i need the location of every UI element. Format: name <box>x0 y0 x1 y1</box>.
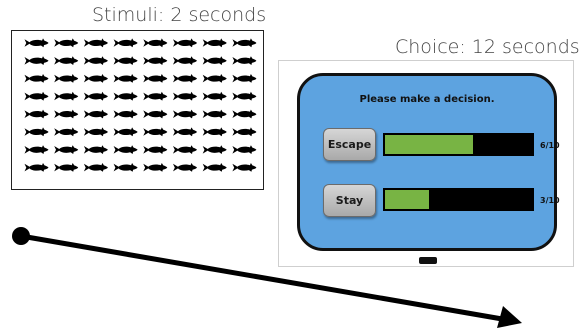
fish-silhouette-icon <box>113 38 138 48</box>
fish-silhouette-icon <box>143 74 168 83</box>
fish-silhouette-icon <box>54 145 79 154</box>
fish-silhouette-icon <box>24 74 49 83</box>
fish-silhouette-icon <box>143 163 168 172</box>
fish-silhouette-icon <box>24 38 49 48</box>
escape-button[interactable]: Escape <box>323 128 376 161</box>
fish-silhouette-icon <box>232 38 257 48</box>
fish-silhouette-icon <box>54 74 79 83</box>
fish-silhouette-icon <box>143 109 168 119</box>
fish-silhouette-icon <box>202 163 227 172</box>
fish-silhouette-icon <box>83 91 108 101</box>
fish-silhouette-icon <box>232 74 257 83</box>
stay-progress-bar <box>383 188 534 211</box>
fish-silhouette-icon <box>202 109 227 119</box>
fish-silhouette-icon <box>24 127 49 137</box>
fish-silhouette-icon <box>24 109 49 119</box>
fish-silhouette-icon <box>24 56 49 65</box>
fish-silhouette-icon <box>143 145 168 154</box>
fish-silhouette-icon <box>173 163 197 172</box>
fish-silhouette-icon <box>143 127 168 137</box>
fish-silhouette-icon <box>24 91 49 101</box>
fish-silhouette-icon <box>173 38 197 48</box>
choice-caption: Choice: 12 seconds <box>395 36 579 58</box>
choice-panel: Please make a decision. Escape 6/10 Stay… <box>278 60 574 267</box>
fish-silhouette-icon <box>113 109 138 119</box>
decision-prompt: Please make a decision. <box>359 94 495 105</box>
fish-silhouette-icon <box>173 109 197 119</box>
fish-silhouette-icon <box>173 91 197 101</box>
fish-silhouette-icon <box>232 91 257 101</box>
fish-silhouette-icon <box>83 127 108 137</box>
fish-silhouette-icon <box>83 38 108 48</box>
fish-silhouette-icon <box>143 91 168 101</box>
fish-silhouette-icon <box>83 163 108 172</box>
fish-silhouette-icon <box>202 74 227 83</box>
fish-silhouette-icon <box>173 145 197 154</box>
fish-silhouette-icon <box>83 109 108 119</box>
escape-progress-bar <box>383 133 534 156</box>
escape-progress-fill <box>385 135 474 154</box>
timeline-start-dot <box>12 227 30 245</box>
fish-silhouette-icon <box>173 74 197 83</box>
fish-silhouette-icon <box>173 127 197 137</box>
timeline-arrowhead <box>497 306 522 328</box>
fish-silhouette-icon <box>202 56 227 65</box>
fish-silhouette-icon <box>113 163 138 172</box>
fish-silhouette-icon <box>143 38 168 48</box>
stimuli-panel <box>11 30 264 190</box>
fish-silhouette-icon <box>54 109 79 119</box>
fish-silhouette-icon <box>202 127 227 137</box>
fish-silhouette-icon <box>83 56 108 65</box>
stay-button[interactable]: Stay <box>323 184 376 217</box>
fish-silhouette-icon <box>232 163 257 172</box>
fish-silhouette-icon <box>202 145 227 154</box>
fish-silhouette-icon <box>54 56 79 65</box>
fish-silhouette-icon <box>54 91 79 101</box>
fish-silhouette-icon <box>24 163 49 172</box>
fish-silhouette-icon <box>113 91 138 101</box>
stimuli-caption: Stimuli: 2 seconds <box>92 4 267 26</box>
stay-progress-fill <box>385 190 430 209</box>
escape-count: 6/10 <box>540 141 560 150</box>
monitor-stand <box>419 257 437 264</box>
fish-silhouette-icon <box>113 56 138 65</box>
fish-silhouette-icon <box>113 127 138 137</box>
fish-silhouette-icon <box>232 56 257 65</box>
fish-silhouette-icon <box>83 145 108 154</box>
fish-silhouette-icon <box>143 56 168 65</box>
fish-silhouette-icon <box>54 38 79 48</box>
stay-count: 3/10 <box>540 196 560 205</box>
fish-grid <box>24 38 257 172</box>
fish-silhouette-icon <box>202 38 227 48</box>
fish-silhouette-icon <box>202 91 227 101</box>
fish-silhouette-icon <box>232 109 257 119</box>
fish-silhouette-icon <box>113 145 138 154</box>
fish-silhouette-icon <box>232 127 257 137</box>
fish-silhouette-icon <box>54 163 79 172</box>
fish-silhouette-icon <box>232 145 257 154</box>
fish-silhouette-icon <box>24 145 49 154</box>
decision-screen: Please make a decision. Escape 6/10 Stay… <box>297 73 560 251</box>
fish-silhouette-icon <box>173 56 197 65</box>
fish-silhouette-icon <box>83 74 108 83</box>
fish-silhouette-icon <box>113 74 138 83</box>
fish-silhouette-icon <box>54 127 79 137</box>
